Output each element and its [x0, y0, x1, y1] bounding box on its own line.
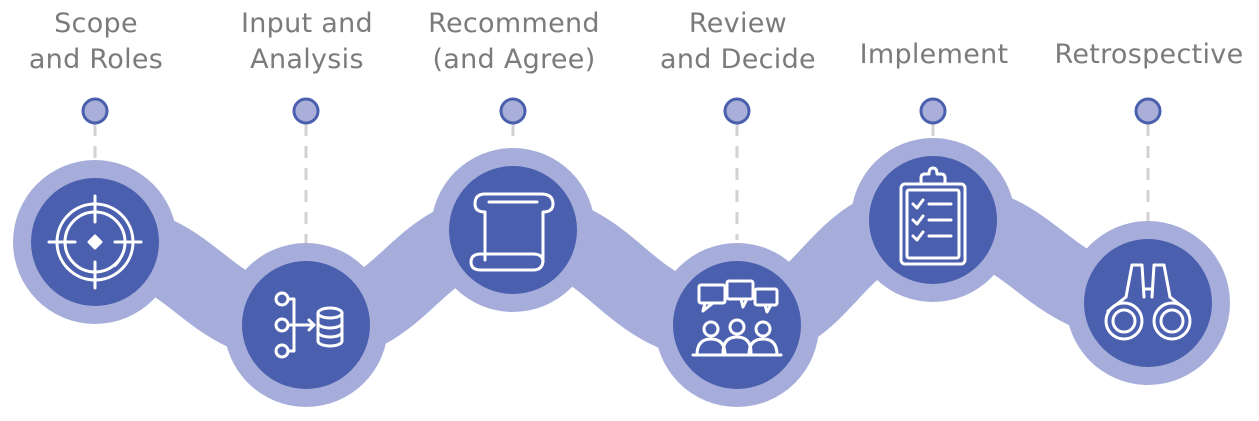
node-dot-input	[292, 97, 320, 125]
step-label-input-line2: Analysis	[250, 44, 364, 75]
step-label-recommend-line2: (and Agree)	[432, 44, 596, 75]
step-label-retrospective-line1: Retrospective	[1054, 39, 1244, 70]
team-discussion-icon	[691, 279, 783, 357]
scroll-icon	[469, 192, 555, 272]
step-label-retrospective: Retrospective	[1049, 37, 1249, 73]
step-label-implement: Implement	[834, 37, 1034, 73]
step-circle-retrospective	[1084, 239, 1212, 367]
ribbon	[13, 138, 1230, 407]
target-icon	[47, 194, 143, 290]
step-label-review-line2: and Decide	[660, 44, 816, 75]
node-dot-scope	[81, 97, 109, 125]
step-label-input: Input and Analysis	[207, 6, 407, 78]
node-dot-review	[723, 97, 751, 125]
step-label-implement-line1: Implement	[859, 39, 1009, 70]
step-label-review-line1: Review	[688, 8, 788, 39]
step-label-scope-line2: and Roles	[28, 44, 164, 75]
binoculars-icon	[1104, 263, 1192, 341]
node-dot-recommend	[499, 97, 527, 125]
node-dot-implement	[919, 97, 947, 125]
step-circle-recommend	[449, 166, 577, 294]
database-flow-icon	[274, 291, 344, 359]
step-label-recommend-line1: Recommend	[428, 8, 600, 39]
step-label-recommend: Recommend (and Agree)	[414, 6, 614, 78]
clipboard-checklist-icon	[899, 166, 967, 266]
step-label-scope: Scope and Roles	[0, 6, 196, 78]
node-dot-retrospective	[1134, 97, 1162, 125]
step-label-scope-line1: Scope	[54, 8, 138, 39]
step-circle-review	[673, 261, 801, 389]
step-label-review: Review and Decide	[638, 6, 838, 78]
step-label-input-line1: Input and	[241, 8, 373, 39]
